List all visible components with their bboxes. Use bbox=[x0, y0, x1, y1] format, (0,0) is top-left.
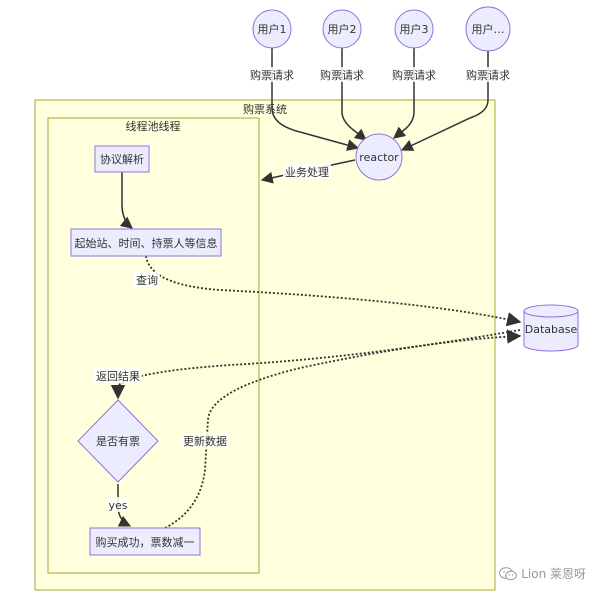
edge-labels: 购票请求 购票请求 购票请求 购票请求 业务处理 查询 返回结果 更新数据 ye… bbox=[94, 67, 512, 512]
node-database-label: Database bbox=[525, 323, 578, 336]
node-user2-label: 用户2 bbox=[328, 22, 357, 36]
cluster-thread-pool: 线程池线程 bbox=[47, 117, 260, 574]
edge-database-decision bbox=[110, 329, 521, 400]
node-has-ticket-decision: 是否有票 bbox=[77, 399, 159, 483]
edge-info-database bbox=[145, 255, 522, 327]
node-reactor-label: reactor bbox=[359, 151, 399, 164]
edge-label-update: 更新数据 bbox=[183, 434, 227, 448]
node-has-ticket-decision-label: 是否有票 bbox=[96, 434, 140, 448]
node-user2: 用户2 bbox=[322, 9, 362, 49]
edge-user1-reactor bbox=[271, 48, 360, 151]
edge-label-process: 业务处理 bbox=[285, 166, 329, 179]
node-protocol-parse: 协议解析 bbox=[94, 145, 150, 173]
edge-parse-info bbox=[119, 172, 133, 229]
node-database: Database bbox=[523, 304, 579, 352]
edge-success-database bbox=[164, 329, 522, 529]
edge-label-yes: yes bbox=[108, 499, 127, 512]
node-ticket-info: 起始站、时间、持票人等信息 bbox=[70, 228, 222, 257]
edges bbox=[117, 48, 489, 527]
edge-usermore-reactor bbox=[400, 48, 489, 151]
edge-label-req1: 购票请求 bbox=[250, 68, 294, 82]
node-user-more: 用户… bbox=[465, 6, 511, 52]
cluster-thread-pool-label: 线程池线程 bbox=[126, 119, 181, 133]
node-user1-label: 用户1 bbox=[258, 22, 287, 36]
node-protocol-parse-label: 协议解析 bbox=[100, 152, 144, 166]
edge-user2-reactor bbox=[341, 48, 367, 141]
cluster-ticket-system-label: 购票系统 bbox=[243, 102, 287, 116]
watermark: Lion 莱恩呀 bbox=[499, 565, 586, 582]
node-user1: 用户1 bbox=[252, 9, 292, 49]
node-purchase-success: 购买成功，票数减一 bbox=[89, 527, 201, 556]
edge-user3-reactor bbox=[393, 48, 415, 139]
edge-label-req2: 购票请求 bbox=[320, 68, 364, 82]
wechat-icon bbox=[499, 566, 518, 580]
node-user3: 用户3 bbox=[394, 9, 434, 49]
edge-label-result: 返回结果 bbox=[96, 370, 140, 383]
watermark-text: Lion 莱恩呀 bbox=[521, 567, 586, 581]
node-user-more-label: 用户… bbox=[472, 22, 505, 36]
edge-label-query: 查询 bbox=[136, 273, 158, 287]
node-purchase-success-label: 购买成功，票数减一 bbox=[96, 535, 195, 549]
node-reactor: reactor bbox=[355, 133, 403, 181]
dotted-edges bbox=[110, 255, 522, 529]
edge-label-req3: 购票请求 bbox=[392, 68, 436, 82]
node-user3-label: 用户3 bbox=[400, 22, 429, 36]
edge-label-req4: 购票请求 bbox=[466, 68, 510, 82]
node-ticket-info-label: 起始站、时间、持票人等信息 bbox=[75, 236, 218, 250]
